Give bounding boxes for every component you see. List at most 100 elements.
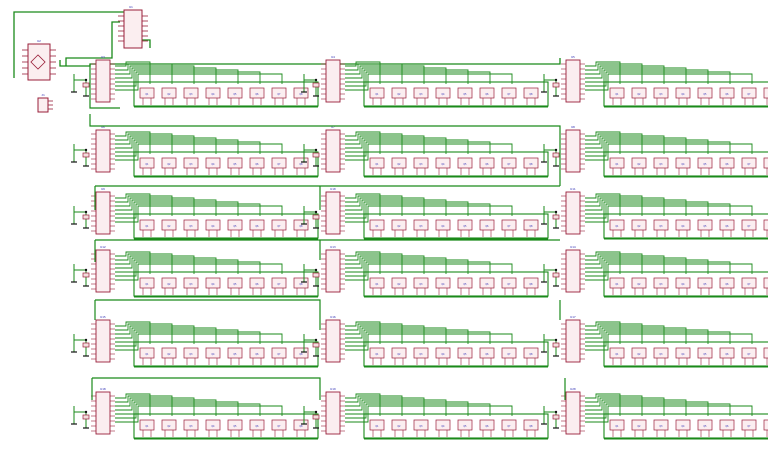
module-segment-frame [363,271,549,297]
module-segment-part [763,219,768,231]
module-segment-part [413,347,429,359]
module-segment-part [697,347,713,359]
module-segment-part [227,277,243,289]
module-fanout-wire [115,257,217,274]
module-segment-frame [363,81,549,107]
module-segment-designator: Q2 [638,225,641,228]
module-segment-part [205,419,221,431]
module-segment-part [653,347,669,359]
module-segment-designator: Q1 [146,163,149,166]
module-segment-designator: Q6 [256,93,259,96]
module-fanout-wire [585,63,643,84]
module-segment-frame [133,81,319,107]
module-driver-ic [325,249,341,293]
module-segment-designator: Q7 [748,93,751,96]
module-fanout-wire [345,401,469,416]
module-segment-designator: Q3 [190,283,193,286]
module-fanout-wire [115,259,239,274]
module-fanout-wire [345,195,403,216]
module-segment-part [161,277,177,289]
module-fanout-wire [585,399,687,416]
module-fanout-wire [345,327,447,344]
module-segment-part [523,157,539,169]
module-fanout-wire [585,393,621,416]
module-segment-designator: Q8 [300,163,303,166]
module-segment-part [653,219,669,231]
module-segment-part [391,87,407,99]
module-segment-part [653,277,669,289]
module-segment-part [413,219,429,231]
module-segment-part [205,277,221,289]
module-fanout-wire [115,69,239,84]
module-fanout-wire [115,251,151,274]
module-fanout-wire [115,203,261,219]
module-segment-designator: Q6 [486,425,489,428]
module-resistor [552,82,560,88]
module-segment-part [631,87,647,99]
module-segment-part [139,277,155,289]
header-ic-top: U1 [118,5,148,49]
module-segment-designator: Q8 [530,163,533,166]
module-segment-part [435,219,451,231]
module-segment-part [183,219,199,231]
module-segment-part [719,419,735,431]
module-fanout-wire [345,403,491,419]
module-segment-designator: Q4 [682,93,685,96]
module-junction [84,268,88,272]
module-segment-part [183,419,199,431]
module-segment-part [391,419,407,431]
module-segment-designator: Q7 [278,425,281,428]
module-segment-part [479,157,495,169]
module-segment-part [391,347,407,359]
module-fanout-wire [585,331,731,347]
module-fanout-wire [345,61,381,84]
module-driver-ic [95,319,111,363]
module-segment-part [653,87,669,99]
module-segment-part [741,347,757,359]
module-fanout-wire [585,259,709,274]
module-segment-part [271,347,287,359]
module-junction [84,410,88,414]
module-segment-frame [603,413,768,439]
module-fanout-wire [345,257,447,274]
interconnect-bus-layer [89,64,566,400]
module-segment-part [293,219,309,231]
module-segment-designator: Q6 [486,163,489,166]
module-segment-part [741,419,757,431]
module-segment-designator: Q1 [146,425,149,428]
module-segment-part [413,157,429,169]
module-resistor [82,82,90,88]
module-segment-designator: Q3 [190,93,193,96]
module-segment-part [227,347,243,359]
module-fanout-wire [345,201,469,216]
module-segment-part [719,219,735,231]
module-segment-frame [363,413,549,439]
module-segment-designator: Q3 [420,93,423,96]
module-segment-designator: Q3 [420,225,423,228]
module-fanout-wire [585,139,709,154]
module-segment-designator: Q1 [376,425,379,428]
module-fanout-wire [345,67,447,84]
module-driver-ic [95,129,111,173]
module-fanout-wire [585,323,643,344]
module-segment-designator: Q2 [638,93,641,96]
module-segment-designator: Q4 [442,163,445,166]
module-segment-part [697,219,713,231]
module-fanout-wire [115,193,151,216]
module-segment-designator: Q5 [234,353,237,356]
module-segment-designator: Q2 [168,425,171,428]
module-segment-designator: Q2 [398,93,401,96]
module-fanout-wire [585,251,621,274]
module-fanout-wire [345,251,381,274]
module-segment-part [183,277,199,289]
module-segment-part [675,157,691,169]
module-fanout-wire [115,323,173,344]
module-fanout-wire [345,399,447,416]
module-resistor [82,342,90,348]
module-fanout-wire [345,321,381,344]
module-segment-designator: Q2 [398,163,401,166]
module-segment-part [719,157,735,169]
module-junction [554,268,558,272]
